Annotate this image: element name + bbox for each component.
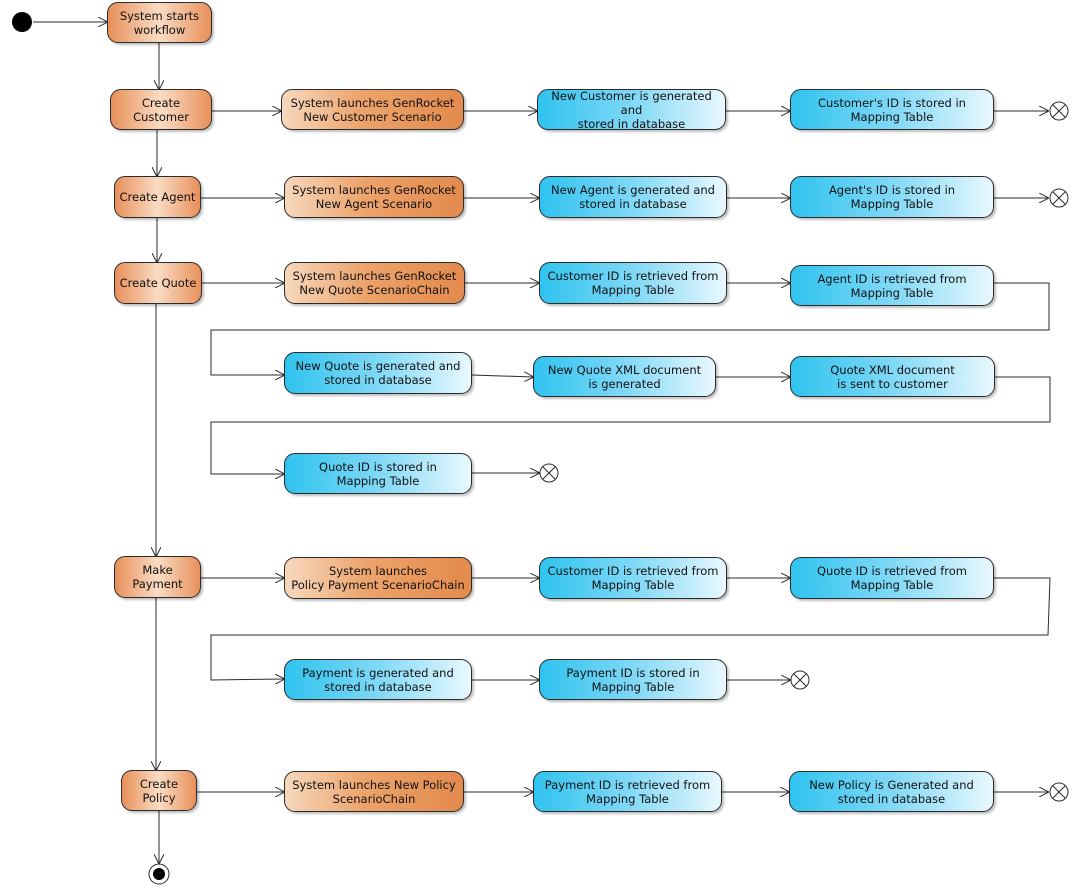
flow-final-node — [539, 463, 559, 483]
edge — [471, 375, 533, 377]
launch-quote-scenario-node: System launches GenRocket New Quote Scen… — [284, 262, 465, 304]
flow-final-node — [1049, 101, 1069, 121]
policy-generated-node: New Policy is Generated and stored in da… — [789, 771, 994, 812]
agent-id-stored-node: Agent's ID is stored in Mapping Table — [790, 176, 994, 218]
payment-id-stored-node: Payment ID is stored in Mapping Table — [539, 659, 727, 700]
payment-customer-id-node: Customer ID is retrieved from Mapping Ta… — [539, 557, 727, 599]
quote-generated-node: New Quote is generated and stored in dat… — [284, 352, 472, 394]
edges — [33, 22, 1051, 863]
agent-generated-node: New Agent is generated and stored in dat… — [539, 176, 727, 218]
edge — [210, 577, 1051, 680]
quote-customer-id-node: Customer ID is retrieved from Mapping Ta… — [539, 262, 727, 304]
end-node — [148, 863, 170, 885]
start-node — [12, 12, 32, 32]
create-quote-node: Create Quote — [114, 262, 202, 304]
launch-customer-scenario-node: System launches GenRocket New Customer S… — [281, 89, 464, 130]
launch-agent-scenario-node: System launches GenRocket New Agent Scen… — [284, 176, 464, 218]
quote-id-stored-node: Quote ID is stored in Mapping Table — [284, 453, 472, 494]
flow-final-node — [790, 670, 810, 690]
edge — [210, 376, 1051, 474]
quote-xml-sent-node: Quote XML document is sent to customer — [790, 356, 995, 397]
policy-payment-id-node: Payment ID is retrieved from Mapping Tab… — [533, 771, 722, 812]
create-customer-node: Create Customer — [110, 89, 212, 130]
edge — [210, 282, 1050, 375]
payment-generated-node: Payment is generated and stored in datab… — [284, 659, 472, 700]
launch-payment-scenario-node: System launches Policy Payment ScenarioC… — [284, 557, 472, 599]
flow-final-node — [1049, 188, 1069, 208]
make-payment-node: Make Payment — [114, 556, 201, 598]
start-workflow-node: System starts workflow — [107, 2, 212, 43]
customer-generated-node: New Customer is generated and stored in … — [537, 89, 726, 131]
create-agent-node: Create Agent — [114, 176, 201, 218]
customer-id-stored-node: Customer's ID is stored in Mapping Table — [790, 89, 994, 130]
quote-agent-id-node: Agent ID is retrieved from Mapping Table — [790, 265, 994, 306]
quote-xml-generated-node: New Quote XML document is generated — [533, 356, 716, 397]
launch-policy-scenario-node: System launches New Policy ScenarioChain — [284, 771, 464, 812]
payment-quote-id-node: Quote ID is retrieved from Mapping Table — [790, 557, 994, 599]
create-policy-node: Create Policy — [121, 770, 197, 811]
flow-final-node — [1049, 782, 1069, 802]
